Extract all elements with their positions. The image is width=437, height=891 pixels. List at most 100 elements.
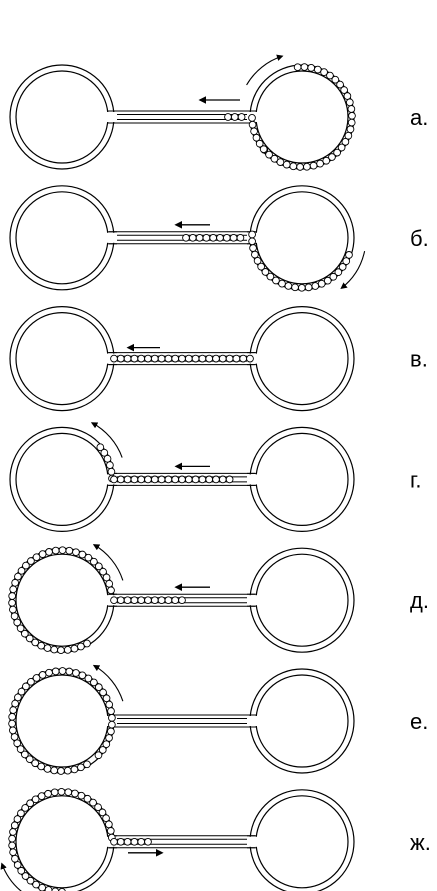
right-reservoir-inner [255, 553, 349, 647]
bead [343, 92, 352, 100]
bead [26, 799, 34, 808]
bead [8, 712, 17, 721]
bead [57, 646, 65, 655]
bead [71, 789, 79, 798]
bead [16, 745, 25, 753]
bead [248, 237, 256, 246]
left-reservoir-outer [9, 426, 115, 532]
right-reservoir-inner [255, 70, 349, 164]
bead [184, 354, 193, 363]
bead [123, 837, 132, 846]
left-reservoir-outer [9, 306, 115, 412]
bead [84, 674, 93, 683]
bead [100, 448, 109, 457]
bead [45, 548, 53, 556]
bead [106, 461, 114, 469]
bead [191, 475, 200, 484]
stage-7: ж. [0, 787, 431, 891]
bead [37, 641, 46, 650]
bead [248, 114, 256, 122]
bead [102, 573, 111, 582]
bead [31, 638, 40, 647]
bead [57, 787, 66, 796]
bead [98, 808, 107, 817]
bead [9, 706, 18, 714]
stage-label: б. [410, 226, 429, 251]
bead [246, 354, 254, 363]
bead [8, 834, 16, 843]
bead [43, 644, 52, 652]
bead [218, 354, 227, 363]
bead [248, 230, 256, 239]
bead [348, 111, 356, 120]
bead [270, 154, 279, 163]
bead [342, 257, 351, 265]
bead [77, 642, 85, 651]
bead [259, 145, 268, 153]
bead [83, 639, 91, 648]
bead [107, 586, 115, 595]
bead [212, 475, 220, 484]
bead [261, 268, 270, 276]
bead [329, 272, 338, 281]
bead [107, 707, 115, 715]
bead [89, 798, 97, 807]
bead [323, 276, 332, 285]
bead [105, 579, 114, 588]
bead [13, 618, 22, 627]
bead [144, 596, 152, 605]
bead [309, 161, 318, 170]
bead [209, 233, 218, 242]
bead [102, 740, 111, 749]
bead [14, 572, 22, 581]
bead [10, 821, 19, 830]
bead [17, 566, 26, 575]
bead [110, 837, 118, 846]
bead [58, 546, 67, 555]
bead [17, 687, 26, 696]
bead [347, 105, 356, 113]
right-reservoir-inner [255, 795, 349, 889]
bead [105, 734, 113, 742]
bead [311, 282, 320, 290]
bead [164, 475, 173, 484]
bead [32, 880, 40, 889]
rotation-arrow-down [0, 862, 23, 891]
bead [150, 475, 159, 484]
bead [130, 837, 139, 846]
bead [44, 886, 53, 891]
stage-4: г. [9, 422, 421, 532]
bead [70, 644, 79, 653]
stage-label: д. [410, 588, 429, 613]
bead [107, 727, 115, 736]
bead [282, 160, 291, 169]
bead [116, 354, 125, 363]
bead [225, 354, 234, 363]
bead [63, 646, 72, 654]
right-reservoir-outer [249, 306, 355, 412]
bead [320, 68, 328, 76]
bead [103, 454, 112, 463]
bead [90, 557, 98, 566]
bead [58, 667, 67, 675]
bead [178, 354, 186, 363]
bead [205, 475, 214, 484]
bead [178, 475, 186, 484]
bead [164, 354, 173, 363]
bead [346, 125, 355, 134]
bead [297, 283, 306, 292]
stage-3: в. [9, 306, 428, 412]
bead [16, 624, 25, 633]
bead [171, 596, 180, 605]
bead [249, 244, 257, 252]
bead [184, 475, 193, 484]
right-reservoir-inner [255, 191, 349, 285]
left-reservoir-inner [15, 191, 109, 285]
bead [347, 118, 356, 127]
right-reservoir-outer [249, 426, 355, 532]
bead [239, 354, 248, 363]
bead [116, 596, 125, 605]
bead [21, 804, 30, 812]
bead [236, 233, 245, 242]
